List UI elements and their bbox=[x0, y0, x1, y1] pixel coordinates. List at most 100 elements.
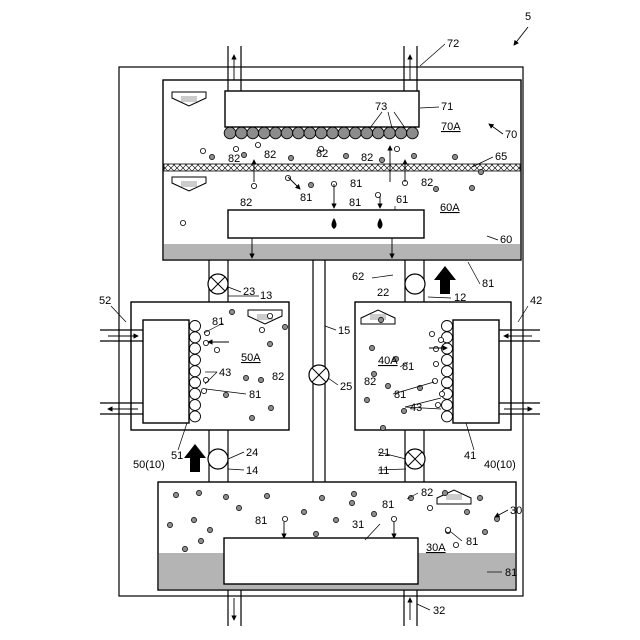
vapor-particle bbox=[308, 182, 313, 187]
label-room-60: 60 bbox=[500, 234, 512, 246]
adsorbent-bead bbox=[293, 127, 305, 139]
label-room-70: 70 bbox=[505, 129, 517, 141]
label-water-81-right-b: 81 bbox=[394, 389, 406, 401]
label-pipe-32: 32 bbox=[433, 605, 445, 617]
adsorbent-bead bbox=[270, 127, 282, 139]
vapor-particle bbox=[249, 415, 254, 420]
vapor-particle bbox=[401, 408, 406, 413]
vapor-particle bbox=[207, 527, 212, 532]
label-exchanger-41: 41 bbox=[464, 450, 476, 462]
label-valve-24: 24 bbox=[246, 447, 258, 459]
condenser-61 bbox=[228, 210, 424, 238]
adsorbent-bead bbox=[407, 127, 419, 139]
vapor-particle bbox=[223, 392, 228, 397]
label-vapor-82-top-c: 82 bbox=[316, 148, 328, 160]
outlet-71 bbox=[225, 91, 419, 127]
adsorbent-bead bbox=[190, 366, 201, 377]
vapor-particle bbox=[333, 517, 338, 522]
vapor-particle bbox=[364, 397, 369, 402]
label-condenser-61: 61 bbox=[396, 194, 408, 206]
adsorbent-bead bbox=[247, 127, 259, 139]
label-pipe-15: 15 bbox=[338, 325, 350, 337]
label-space-60a: 60A bbox=[440, 202, 460, 214]
adsorbent-bead bbox=[442, 377, 453, 388]
vapor-particle bbox=[191, 517, 196, 522]
label-water-81-top-b: 81 bbox=[350, 178, 362, 190]
vapor-particle bbox=[167, 522, 172, 527]
vapor-particle bbox=[282, 324, 287, 329]
vapor-particle bbox=[198, 538, 203, 543]
label-vapor-82-bottom: 82 bbox=[421, 487, 433, 499]
vapor-particle bbox=[258, 377, 263, 382]
label-space-30a: 30A bbox=[426, 542, 446, 554]
vapor-particle bbox=[464, 509, 469, 514]
water-particle bbox=[445, 527, 450, 532]
water-particle bbox=[391, 516, 396, 521]
water-particle bbox=[282, 516, 287, 521]
valve-icon bbox=[309, 365, 329, 385]
vapor-particle bbox=[343, 153, 348, 158]
vapor-particle bbox=[385, 383, 390, 388]
vapor-particle bbox=[288, 155, 293, 160]
label-water-81-bottom-b: 81 bbox=[382, 499, 394, 511]
label-pipe-12: 12 bbox=[454, 292, 466, 304]
heater-31 bbox=[224, 538, 418, 584]
vapor-particle bbox=[411, 153, 416, 158]
label-water-81-mid: 81 bbox=[482, 278, 494, 290]
vapor-particle bbox=[173, 492, 178, 497]
label-valve-23: 23 bbox=[243, 286, 255, 298]
label-vapor-82-top-b: 82 bbox=[264, 149, 276, 161]
exchanger-51 bbox=[143, 320, 189, 423]
water-particle bbox=[203, 377, 208, 382]
vapor-particle bbox=[469, 185, 474, 190]
adsorbent-bead bbox=[361, 127, 373, 139]
vapor-particle bbox=[477, 495, 482, 500]
adsorbent-bead bbox=[442, 321, 453, 332]
label-room-50: 50(10) bbox=[133, 459, 165, 471]
water-particle bbox=[200, 148, 205, 153]
adsorbent-bead bbox=[372, 127, 384, 139]
water-particle bbox=[394, 146, 399, 151]
vapor-particle bbox=[319, 495, 324, 500]
adsorbent-bead bbox=[442, 343, 453, 354]
label-room-40: 40(10) bbox=[484, 459, 516, 471]
water-particle bbox=[255, 142, 260, 147]
label-water-81-bottom-c: 81 bbox=[466, 536, 478, 548]
adsorbent-bead bbox=[190, 354, 201, 365]
adsorbent-bead bbox=[190, 377, 201, 388]
label-water-81-right-a: 81 bbox=[402, 361, 414, 373]
label-adsorbent-43-left: 43 bbox=[219, 367, 231, 379]
vapor-particle bbox=[264, 493, 269, 498]
adsorbent-bead bbox=[190, 411, 201, 422]
adsorbent-bead bbox=[395, 127, 407, 139]
vapor-particle bbox=[379, 157, 384, 162]
water-particle bbox=[433, 346, 438, 351]
label-water-81-top-a: 81 bbox=[300, 192, 312, 204]
adsorbent-bead bbox=[190, 321, 201, 332]
adsorbent-bead bbox=[258, 127, 270, 139]
exchanger-41 bbox=[453, 320, 499, 423]
vapor-particle bbox=[482, 529, 487, 534]
adsorbent-bead bbox=[281, 127, 293, 139]
vapor-particle bbox=[241, 152, 246, 157]
water-particle bbox=[233, 146, 238, 151]
vapor-particle bbox=[223, 494, 228, 499]
water-particle bbox=[285, 175, 290, 180]
vapor-particle bbox=[209, 154, 214, 159]
label-pipe-72: 72 bbox=[447, 38, 459, 50]
vapor-particle bbox=[236, 505, 241, 510]
valve-icon bbox=[405, 449, 425, 469]
water-particle bbox=[214, 347, 219, 352]
adsorbent-bead bbox=[304, 127, 316, 139]
water-particle bbox=[453, 542, 458, 547]
adsorbent-bead bbox=[350, 127, 362, 139]
vapor-particle bbox=[243, 375, 248, 380]
adsorbent-bead bbox=[190, 343, 201, 354]
label-room-30: 30 bbox=[510, 505, 522, 517]
label-vapor-82-right: 82 bbox=[364, 376, 376, 388]
adsorbent-bead bbox=[442, 411, 453, 422]
label-pipe-13: 13 bbox=[260, 290, 272, 302]
vapor-particle bbox=[478, 169, 483, 174]
water-particle bbox=[433, 361, 438, 366]
label-device: 5 bbox=[525, 11, 531, 23]
